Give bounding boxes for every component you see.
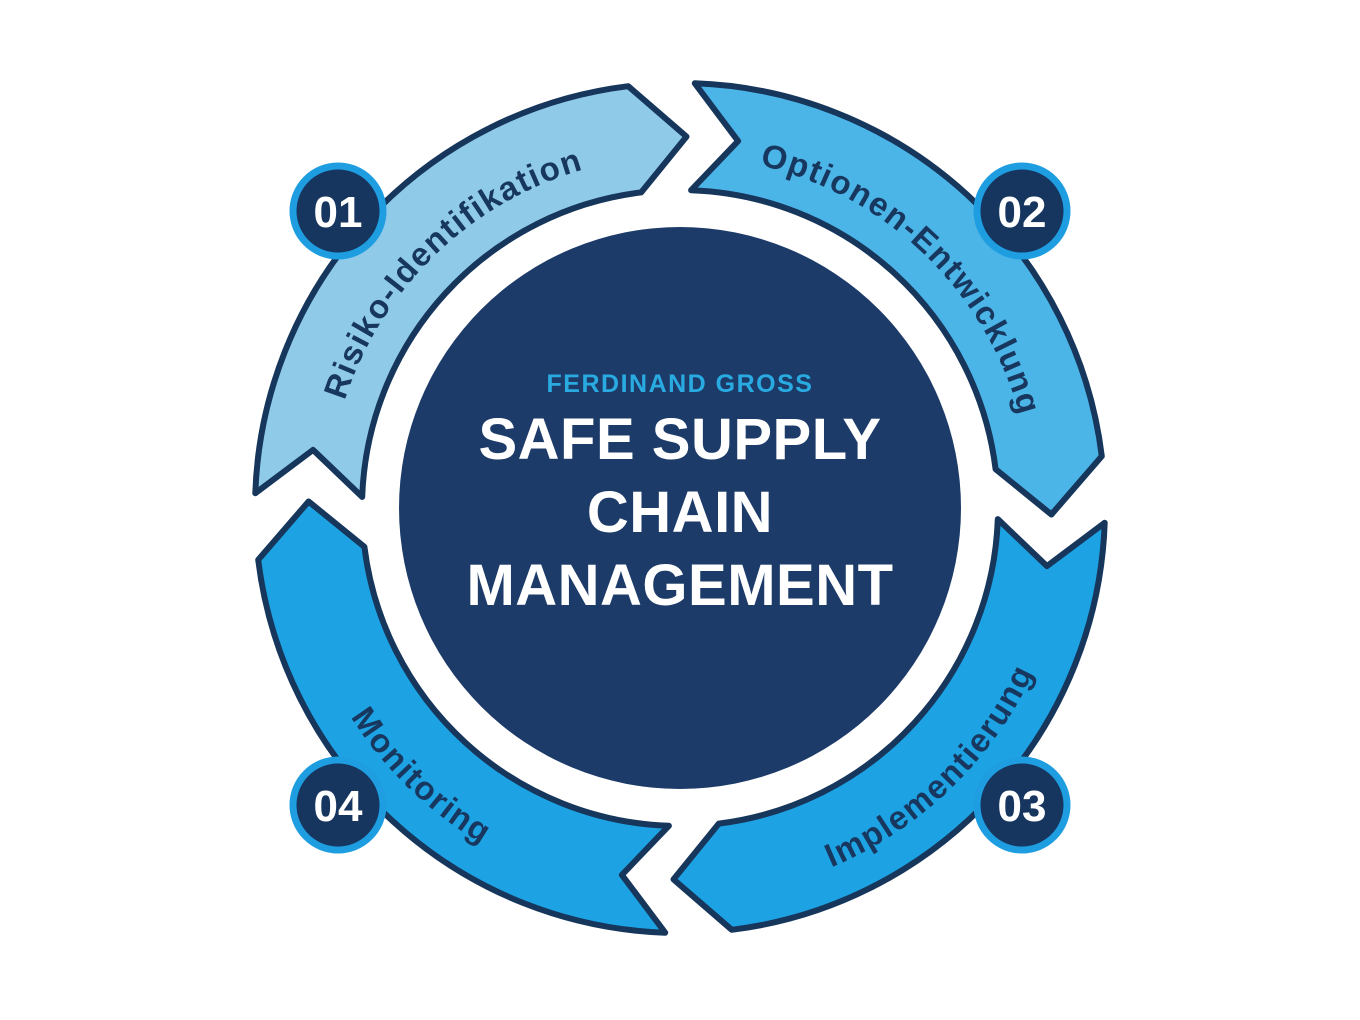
- segment-arc-02: [688, 80, 1105, 518]
- brand-name: FERDINAND GROSS: [547, 370, 814, 398]
- step-badge-circle-02: [973, 162, 1071, 260]
- segment-arc-03: [670, 516, 1108, 933]
- center-title-line-3: MANAGEMENT: [466, 553, 893, 618]
- center-hub: FERDINAND GROSS SAFE SUPPLY CHAIN MANAGE…: [399, 227, 961, 789]
- center-circle: [399, 227, 961, 789]
- center-title-line-2: CHAIN: [587, 480, 773, 545]
- step-badge-04: 04: [289, 756, 387, 854]
- step-badge-01: 01: [289, 162, 387, 260]
- step-badge-03: 03: [973, 756, 1071, 854]
- step-badge-circle-01: [289, 162, 387, 260]
- segment-arc-01: [252, 83, 690, 500]
- step-badge-number-04: 04: [314, 782, 363, 831]
- step-badge-number-02: 02: [998, 188, 1047, 237]
- step-badge-02: 02: [973, 162, 1071, 260]
- step-badge-circle-03: [973, 756, 1071, 854]
- step-badge-number-03: 03: [998, 782, 1047, 831]
- center-title-line-1: SAFE SUPPLY: [478, 407, 881, 472]
- step-badge-number-01: 01: [314, 188, 363, 237]
- step-badge-circle-04: [289, 756, 387, 854]
- segment-arc-04: [255, 498, 672, 936]
